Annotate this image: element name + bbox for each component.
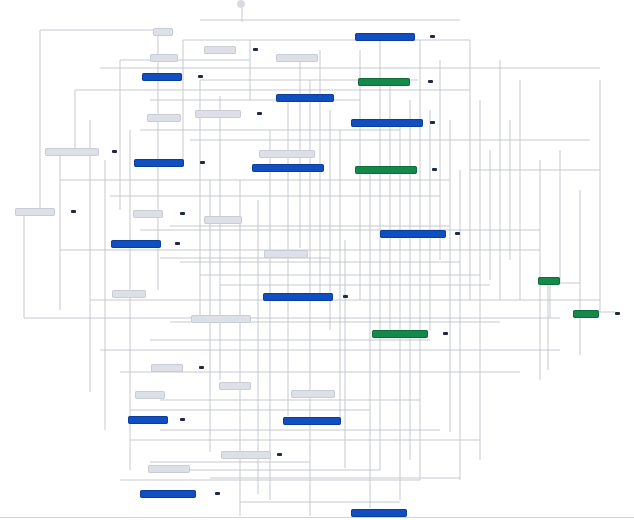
workflow-node-blue[interactable] (276, 94, 334, 102)
workflow-node-blue[interactable] (351, 119, 423, 127)
workflow-node-green[interactable] (538, 277, 560, 285)
workflow-node-grey[interactable] (264, 250, 308, 258)
workflow-node-grey[interactable] (15, 208, 55, 216)
status-pill-icon[interactable] (443, 332, 448, 335)
status-pill-icon[interactable] (277, 453, 282, 456)
status-pill-icon[interactable] (428, 80, 433, 83)
status-pill-icon[interactable] (200, 161, 205, 164)
start-node-circle (237, 0, 245, 8)
workflow-node-grey[interactable] (135, 391, 165, 399)
canvas-bottom-border (0, 517, 634, 518)
status-pill-icon[interactable] (430, 35, 435, 38)
workflow-node-grey[interactable] (221, 451, 271, 459)
status-pill-icon[interactable] (343, 295, 348, 298)
workflow-node-grey[interactable] (259, 150, 315, 158)
status-pill-icon[interactable] (175, 242, 180, 245)
status-pill-icon[interactable] (199, 366, 204, 369)
status-pill-icon[interactable] (180, 212, 185, 215)
workflow-node-grey[interactable] (291, 390, 335, 398)
workflow-node-blue[interactable] (355, 33, 415, 41)
status-pill-icon[interactable] (432, 168, 437, 171)
workflow-node-grey[interactable] (147, 114, 181, 122)
workflow-node-grey[interactable] (204, 216, 242, 224)
workflow-node-grey[interactable] (150, 54, 178, 62)
workflow-node-grey[interactable] (276, 54, 318, 62)
status-pill-icon[interactable] (257, 112, 262, 115)
workflow-node-green[interactable] (358, 78, 410, 86)
status-pill-icon[interactable] (455, 232, 460, 235)
workflow-node-green[interactable] (355, 166, 417, 174)
workflow-node-blue[interactable] (252, 164, 324, 172)
workflow-node-grey[interactable] (45, 148, 99, 156)
workflow-node-green[interactable] (573, 310, 599, 318)
workflow-node-blue[interactable] (283, 417, 341, 425)
status-pill-icon[interactable] (180, 418, 185, 421)
workflow-node-grey[interactable] (151, 364, 183, 372)
workflow-node-grey[interactable] (191, 315, 251, 323)
workflow-node-green[interactable] (372, 330, 428, 338)
workflow-node-blue[interactable] (140, 490, 196, 498)
workflow-node-blue[interactable] (263, 293, 333, 301)
status-pill-icon[interactable] (253, 48, 258, 51)
workflow-node-grey[interactable] (153, 28, 173, 36)
status-pill-icon[interactable] (430, 121, 435, 124)
workflow-node-blue[interactable] (134, 159, 184, 167)
workflow-node-grey[interactable] (133, 210, 163, 218)
workflow-node-blue[interactable] (111, 240, 161, 248)
status-pill-icon[interactable] (215, 492, 220, 495)
workflow-node-grey[interactable] (148, 465, 190, 473)
status-pill-icon[interactable] (71, 210, 76, 213)
workflow-node-grey[interactable] (195, 110, 241, 118)
status-pill-icon[interactable] (198, 75, 203, 78)
workflow-node-grey[interactable] (219, 382, 251, 390)
workflow-node-blue[interactable] (380, 230, 446, 238)
workflow-node-blue[interactable] (142, 73, 182, 81)
status-pill-icon[interactable] (112, 150, 117, 153)
workflow-node-grey[interactable] (204, 46, 236, 54)
workflow-node-blue[interactable] (351, 509, 407, 517)
status-pill-icon[interactable] (615, 312, 620, 315)
workflow-node-blue[interactable] (128, 416, 168, 424)
workflow-node-grey[interactable] (112, 290, 146, 298)
